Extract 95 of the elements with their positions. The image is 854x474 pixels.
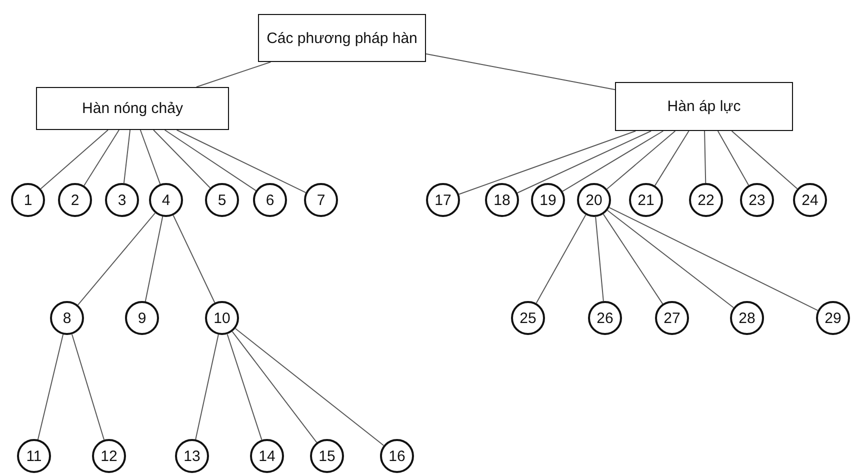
node-label: 20 <box>586 192 602 208</box>
connector-line <box>608 207 818 311</box>
node-label: 27 <box>664 310 680 326</box>
numbered-circle <box>511 301 545 335</box>
category-box <box>258 14 426 62</box>
connector-line <box>731 130 798 190</box>
connector-line <box>144 216 164 302</box>
connector-line <box>704 130 706 184</box>
connector-line <box>71 334 105 440</box>
connector-line <box>196 62 272 88</box>
numbered-circle <box>629 183 663 217</box>
connector-line <box>176 130 306 194</box>
numbered-circle <box>253 183 287 217</box>
node-label: 19 <box>540 192 556 208</box>
numbered-circle <box>175 439 209 473</box>
numbered-circle <box>485 183 519 217</box>
connector-line <box>516 130 652 194</box>
numbered-circle <box>426 183 460 217</box>
numbered-circle <box>205 183 239 217</box>
category-box <box>615 82 793 131</box>
node-label: 1 <box>24 192 32 208</box>
node-label: 2 <box>70 192 80 208</box>
connector-line <box>458 130 636 195</box>
node-label: Các phương pháp hàn <box>266 30 418 46</box>
node-label: 29 <box>824 310 842 326</box>
node-label: 21 <box>638 192 654 208</box>
node-label: 5 <box>218 192 226 208</box>
node-label: 7 <box>316 192 326 208</box>
node-label: 13 <box>184 448 200 464</box>
connector-line <box>426 53 616 90</box>
connector-line <box>123 130 131 184</box>
connector-line <box>37 334 64 440</box>
connector-line <box>40 130 108 190</box>
numbered-circle <box>310 439 344 473</box>
connector-line <box>536 214 586 304</box>
numbered-circle <box>793 183 827 217</box>
connector-line <box>153 130 211 188</box>
connector-line <box>606 130 676 190</box>
numbered-circle <box>730 301 764 335</box>
node-label: 12 <box>100 448 118 464</box>
connector-line <box>654 130 690 186</box>
numbered-circle <box>125 301 159 335</box>
connector-line <box>232 331 318 443</box>
node-label: 25 <box>520 310 536 326</box>
node-label: 11 <box>26 448 42 464</box>
node-label: 9 <box>138 310 146 326</box>
node-label: 4 <box>162 192 170 208</box>
numbered-circle <box>250 439 284 473</box>
node-label: 24 <box>802 192 818 208</box>
node-label: Hàn áp lực <box>667 98 741 115</box>
numbered-circle <box>92 439 126 473</box>
node-label: 10 <box>214 310 230 326</box>
numbered-circle <box>50 301 84 335</box>
node-label: Hàn nóng chảy <box>82 100 183 117</box>
numbered-circle <box>11 183 45 217</box>
node-label: 14 <box>258 448 276 464</box>
numbered-circle <box>655 301 689 335</box>
numbered-circle <box>58 183 92 217</box>
connector-line <box>164 130 256 192</box>
numbered-circle <box>577 183 611 217</box>
numbered-circle <box>304 183 338 217</box>
node-label: 8 <box>62 310 72 326</box>
node-label: 3 <box>118 192 126 208</box>
connector-line <box>226 334 262 440</box>
numbered-circle <box>531 183 565 217</box>
node-label: 26 <box>596 310 614 326</box>
node-label: 16 <box>388 448 406 464</box>
connector-line <box>602 214 664 304</box>
numbered-circle <box>205 301 239 335</box>
node-label: 23 <box>748 192 766 208</box>
numbered-circle <box>105 183 139 217</box>
numbered-circle <box>149 183 183 217</box>
connector-line <box>172 214 216 304</box>
category-box <box>36 87 229 130</box>
node-label: 22 <box>698 192 714 208</box>
node-label: 17 <box>434 192 452 208</box>
connector-line <box>84 130 120 186</box>
numbered-circle <box>816 301 850 335</box>
node-label: 28 <box>738 310 756 326</box>
connector-line <box>195 334 219 440</box>
connector-line <box>77 212 156 306</box>
connector-line <box>140 130 161 185</box>
connector-line <box>234 328 384 446</box>
numbered-circle <box>740 183 774 217</box>
connector-line <box>562 130 664 192</box>
node-label: 6 <box>266 192 274 208</box>
numbered-circle <box>17 439 51 473</box>
node-label: 15 <box>318 448 336 464</box>
connector-line <box>717 130 750 186</box>
node-label: 18 <box>494 192 510 208</box>
connector-line <box>595 216 604 302</box>
numbered-circle <box>380 439 414 473</box>
numbered-circle <box>689 183 723 217</box>
numbered-circle <box>588 301 622 335</box>
connector-line <box>606 210 734 308</box>
